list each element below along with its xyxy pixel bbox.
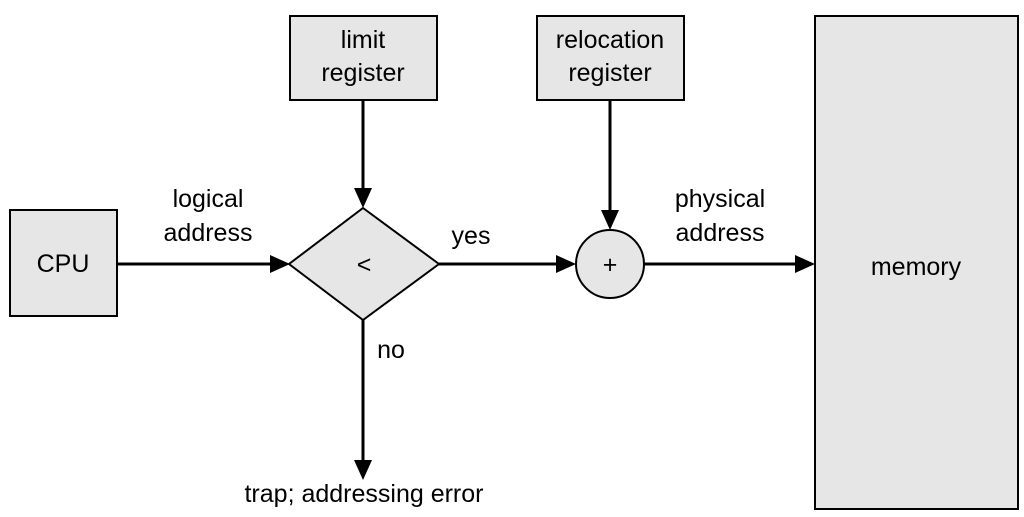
relocation-register-node: relocation register <box>536 15 685 101</box>
arrow-relocation-to-adder-head <box>601 210 619 230</box>
logical-address-label-line2: address <box>164 219 253 247</box>
relocation-register-label-line1: relocation <box>556 26 664 54</box>
no-label: no <box>377 336 405 364</box>
arrow-compare-to-adder <box>439 255 576 273</box>
adder-node: + <box>575 229 645 299</box>
yes-label: yes <box>452 222 491 250</box>
cpu-node: CPU <box>9 209 118 317</box>
memory-box <box>814 15 1019 510</box>
arrow-adder-to-memory <box>644 255 815 273</box>
physical-address-label-line2: address <box>676 219 765 247</box>
limit-register-box <box>289 15 438 101</box>
limit-register-node: limit register <box>289 15 438 101</box>
arrow-compare-to-trap <box>354 320 372 480</box>
memory-label: memory <box>871 253 962 281</box>
arrow-cpu-to-compare <box>117 255 290 273</box>
arrow-limit-to-compare <box>354 100 372 208</box>
arrow-adder-to-memory-head <box>795 255 815 273</box>
trap-label: trap; addressing error <box>244 480 483 508</box>
relocation-register-label-line2: register <box>568 59 651 87</box>
adder-symbol: + <box>603 251 618 279</box>
compare-symbol: < <box>357 251 372 279</box>
cpu-label: CPU <box>37 250 90 278</box>
memory-node: memory <box>814 15 1019 510</box>
arrow-compare-to-adder-head <box>556 255 576 273</box>
logical-address-label-line1: logical <box>173 185 244 213</box>
cpu-box <box>9 209 118 317</box>
arrow-limit-to-compare-head <box>354 188 372 208</box>
arrow-compare-to-trap-head <box>354 460 372 480</box>
limit-register-label-line1: limit <box>341 26 385 54</box>
arrow-relocation-to-adder <box>601 100 619 230</box>
limit-register-label-line2: register <box>321 59 404 87</box>
relocation-register-box <box>536 15 685 101</box>
compare-node: < <box>287 206 441 322</box>
arrow-cpu-to-compare-head <box>270 255 290 273</box>
physical-address-label-line1: physical <box>675 185 765 213</box>
